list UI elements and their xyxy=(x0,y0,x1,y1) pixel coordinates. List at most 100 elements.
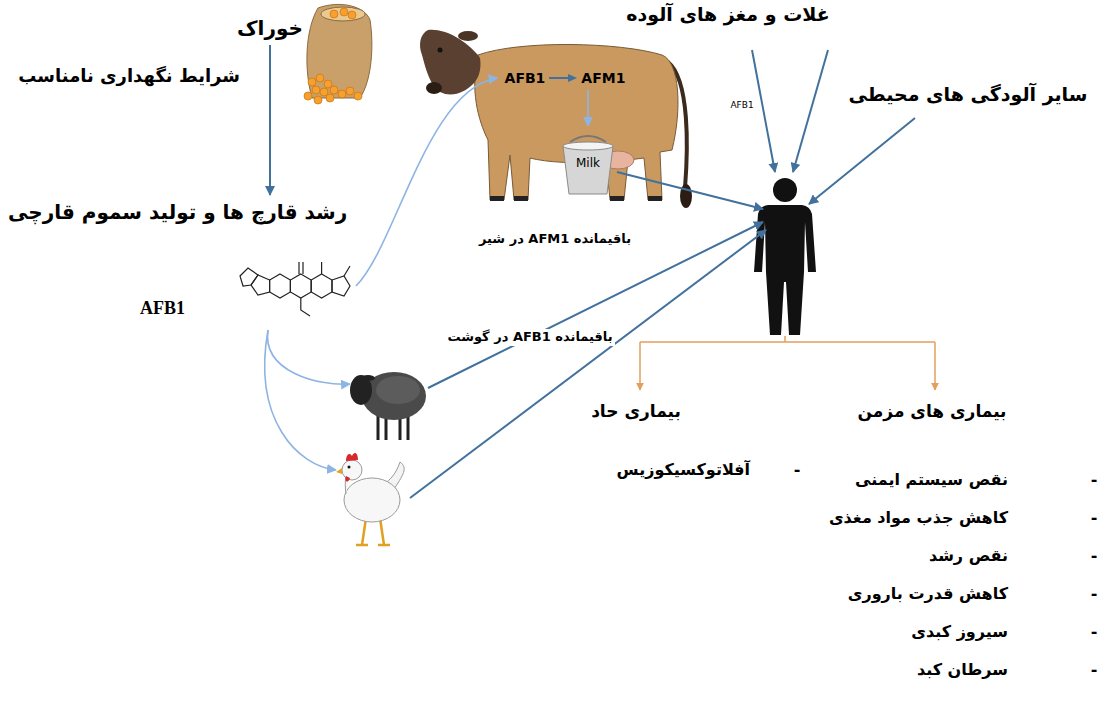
sheep-illustration xyxy=(376,376,420,404)
cow-illustration xyxy=(426,82,442,94)
corn-sack xyxy=(304,92,312,100)
disease-branch-lines xyxy=(640,336,935,390)
milk-bucket: Milk xyxy=(560,128,616,196)
bucket-outline xyxy=(563,142,613,150)
disease-branch-lines xyxy=(934,342,936,390)
aflatoxin-structure xyxy=(251,275,270,295)
corn-sack xyxy=(320,88,328,96)
corn-sack xyxy=(308,78,316,86)
corn-sack xyxy=(348,11,356,19)
corn-sack xyxy=(326,94,334,102)
aflatoxin-structure xyxy=(299,262,350,276)
exposure-arrows xyxy=(410,230,766,498)
feed-label: خوراک xyxy=(233,14,307,42)
exposure-arrows xyxy=(809,118,915,204)
corn-sack xyxy=(354,92,362,100)
sheep-illustration xyxy=(350,372,426,440)
list-dash: - xyxy=(1089,470,1100,491)
node-text: خوراک xyxy=(237,16,303,40)
aflatoxin-structure xyxy=(240,262,350,316)
sheep-illustration xyxy=(361,375,375,381)
aflatoxin-structure xyxy=(270,274,291,298)
chicken-illustration xyxy=(346,453,358,461)
residue-label: باقیمانده AFM1 در شیر xyxy=(477,231,633,248)
list-dash: - xyxy=(1089,546,1100,567)
list-dash: - xyxy=(1089,660,1100,681)
flow-arrow xyxy=(269,45,271,195)
human-silhouette xyxy=(754,205,816,335)
list-dash: - xyxy=(792,460,803,481)
chicken-illustration xyxy=(344,478,400,522)
bucket-outline xyxy=(570,136,606,142)
corn-sack xyxy=(307,4,372,98)
flow-arrow xyxy=(356,78,498,286)
residue-label: باقیمانده AFB1 در گوشت xyxy=(445,329,614,346)
node-text: رشد قارچ ها و تولید سموم قارچی xyxy=(8,200,347,224)
exposure-arrows xyxy=(265,50,915,498)
disease-item: آفلاتوکسیکوزیس xyxy=(615,460,752,481)
corn-sack xyxy=(316,74,324,82)
disease-branch-lines xyxy=(639,342,641,390)
disease-item: کاهش جذب مواد مغذی xyxy=(827,508,1010,529)
cow-illustration xyxy=(610,196,624,201)
exposure-arrows xyxy=(793,50,828,172)
arrow-label: AFB1 xyxy=(728,100,755,112)
sheep-illustration xyxy=(362,372,426,420)
exposure-arrows xyxy=(265,330,336,470)
chicken-illustration xyxy=(336,453,404,545)
aflatoxin-structure xyxy=(240,268,258,286)
list-dash: - xyxy=(1089,508,1100,529)
cow-illustration xyxy=(490,196,504,201)
disease-item: نقص سیستم ایمنی xyxy=(853,470,1010,491)
toxin-name: AFM1 xyxy=(581,70,625,86)
human-silhouette xyxy=(773,178,797,202)
cow-illustration xyxy=(514,196,528,201)
afb1-molecule: AFB1 xyxy=(130,248,360,328)
disease-item: نقص رشد xyxy=(927,546,1010,567)
exposure-arrows xyxy=(268,330,350,384)
human-silhouette xyxy=(754,178,816,335)
corn-sack xyxy=(304,4,372,104)
disease-item: سیروز کبدی xyxy=(909,622,1010,643)
source-label: غلات و مغز های آلوده xyxy=(624,2,831,27)
aflatoxin-structure xyxy=(290,274,311,298)
disease-heading: بیماری های مزمن xyxy=(856,400,1009,422)
source-label: سایر آلودگی های محیطی xyxy=(847,82,1090,107)
toxin-name: AFB1 xyxy=(505,70,546,86)
corn-sack xyxy=(340,8,348,16)
chicken-illustration xyxy=(336,468,342,474)
list-dash: - xyxy=(1089,584,1100,605)
cow-illustration xyxy=(475,44,678,200)
exposure-arrows xyxy=(428,222,763,388)
corn-sack xyxy=(330,10,338,18)
flow-arrow xyxy=(587,90,589,126)
chicken-illustration xyxy=(345,476,350,482)
edge-label: شرایط نگهداری نامناسب xyxy=(16,64,242,87)
conversion-arrow xyxy=(548,73,578,83)
corn-sack xyxy=(338,90,346,98)
conversion-arrow xyxy=(568,74,577,82)
aflatoxin-structure xyxy=(332,276,350,296)
exposure-arrows xyxy=(617,172,763,209)
list-dash: - xyxy=(1089,622,1100,643)
conversion-arrow xyxy=(549,77,570,79)
corn-sack xyxy=(346,87,354,95)
disease-item: سرطان کبد xyxy=(915,660,1010,681)
cow-illustration xyxy=(420,30,481,95)
chicken-illustration xyxy=(348,466,351,469)
corn-sack xyxy=(324,80,332,88)
cow-illustration xyxy=(458,31,478,41)
aflatoxin-structure xyxy=(301,298,310,316)
cow-illustration xyxy=(438,48,443,53)
disease-item: کاهش قدرت باروری xyxy=(846,584,1010,605)
bucket-label: Milk xyxy=(560,156,616,170)
corn-sack xyxy=(330,86,338,94)
corn-sack xyxy=(321,7,365,21)
cow-illustration xyxy=(648,196,662,201)
fungal-growth-label: رشد قارچ ها و تولید سموم قارچی xyxy=(4,198,351,226)
corn-sack xyxy=(304,8,362,104)
corn-sack xyxy=(312,86,320,94)
bucket-outline xyxy=(563,146,613,194)
aflatoxin-structure xyxy=(311,274,332,298)
